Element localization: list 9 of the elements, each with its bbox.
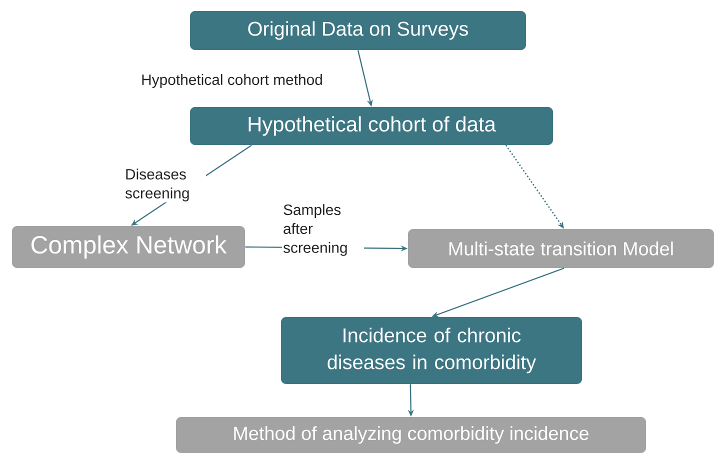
- process-box: Multi-state transition Model: [408, 229, 714, 268]
- edge-label: Hypothetical cohort method: [140, 73, 324, 89]
- process-box: Incidence of chronic diseases in comorbidity: [281, 317, 582, 384]
- process-box: Complex Network: [12, 226, 245, 268]
- process-box: Original Data on Surveys: [190, 11, 526, 50]
- process-box: Method of analyzing comorbidity incidence: [176, 417, 646, 453]
- edge-label: Samples after screening: [282, 203, 364, 257]
- edge-label: Diseases screening: [124, 168, 206, 202]
- process-box: Hypothetical cohort of data: [190, 107, 553, 145]
